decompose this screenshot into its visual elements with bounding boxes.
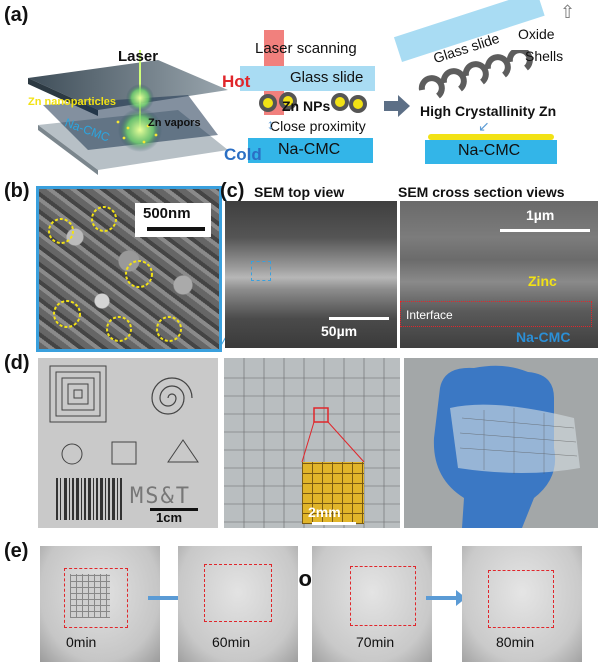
cold-label: Cold xyxy=(224,145,262,164)
mst-text: MS&T xyxy=(130,484,191,509)
scale-label-d-left: 1cm xyxy=(156,510,183,525)
sem-cross-title: SEM cross section views xyxy=(398,184,565,200)
close-proximity-label: Close proximity xyxy=(270,118,366,134)
scale-label-cross: 1µm xyxy=(526,207,555,223)
hot-label: Hot xyxy=(222,72,251,91)
sem-top-view-image: 50µm xyxy=(225,201,397,348)
time-arrow-2-svg xyxy=(426,590,466,606)
dish-0min-box xyxy=(64,568,128,628)
zn-vapors-label: Zn vapors xyxy=(148,117,201,129)
laser-3d-svg xyxy=(28,50,228,175)
crystallinity-arrow-icon: ↙ xyxy=(478,118,490,134)
panel-label-b: (b) xyxy=(4,180,30,202)
glove-svg xyxy=(433,365,580,528)
zinc-layer-right xyxy=(428,134,554,140)
time-arrow-icon xyxy=(426,590,466,611)
oxide-shells xyxy=(418,47,568,105)
na-cmc-middle-label: Na-CMC xyxy=(278,141,341,158)
time-label-60: 60min xyxy=(212,634,251,650)
scale-bar-cross xyxy=(500,229,590,232)
zn-np-spheres xyxy=(259,92,367,113)
grid-photo: 2mm xyxy=(224,358,400,528)
scale-bar-d-mid xyxy=(312,522,356,525)
sem-top-title: SEM top view xyxy=(254,184,345,200)
zn-nps-label: Zn NPs xyxy=(282,98,331,114)
patterns-svg xyxy=(49,365,199,520)
time-label-70: 70min xyxy=(356,634,395,650)
panel-label-c: (c) xyxy=(220,180,245,202)
process-arrow-svg xyxy=(384,95,410,117)
dish-80min: 80min xyxy=(462,546,582,662)
panel-label-a: (a) xyxy=(4,4,29,26)
time-label-80: 80min xyxy=(496,634,535,650)
scale-bar-box-b xyxy=(135,203,211,237)
panel-label-e: (e) xyxy=(4,540,29,562)
scale-label-top: 50µm xyxy=(321,323,358,339)
zn-nanoparticles-label: Zn nanoparticles xyxy=(28,96,117,108)
na-cmc-right-label: Na-CMC xyxy=(458,142,521,159)
sem-top-highlight-box xyxy=(251,261,271,281)
dish-0min: 0min xyxy=(40,546,160,662)
scale-bar-b xyxy=(147,227,205,231)
lift-arrow-icon: ⇧ xyxy=(560,2,576,22)
panel-label-d: (d) xyxy=(4,352,30,374)
na-cmc-substrate-middle xyxy=(248,138,373,163)
dish-80min-box xyxy=(488,570,554,628)
dish-60min: 60min xyxy=(178,546,298,662)
dish-60min-box xyxy=(204,564,272,622)
sem-zoom-image: 500nm xyxy=(36,186,222,352)
interface-box xyxy=(400,301,592,327)
pattern-photo: MS&T 1cm xyxy=(38,358,218,528)
proximity-arrow-icon: ↕ xyxy=(267,116,274,132)
interface-label: Interface xyxy=(406,308,453,322)
laser-illustration xyxy=(28,30,228,175)
zoomed-gold-grid xyxy=(302,462,364,524)
zn-np-cluster xyxy=(258,88,368,118)
zinc-label: Zinc xyxy=(528,273,557,289)
scale-bar-d-left xyxy=(150,508,198,511)
na-cmc-sem-label: Na-CMC xyxy=(516,329,571,345)
sem-cross-section-image: 1µm Zinc Interface Na-CMC xyxy=(400,201,598,348)
glove-photo xyxy=(404,358,598,528)
oxide-label: Oxide xyxy=(518,26,555,42)
na-cmc-substrate-right xyxy=(425,140,557,164)
yellow-grain-circles xyxy=(48,206,182,342)
high-crystallinity-label: High Crystallinity Zn xyxy=(420,103,557,119)
laser-label: Laser xyxy=(118,48,159,65)
dish-0min-sample xyxy=(70,574,110,618)
scale-label-b: 500nm xyxy=(143,205,191,222)
time-label-0: 0min xyxy=(66,634,97,650)
glass-slide-label: Glass slide xyxy=(290,69,364,86)
oxide-shells-svg xyxy=(418,47,533,99)
shells-label: Shells xyxy=(525,48,564,64)
scale-bar-top xyxy=(329,317,389,320)
dish-70min: 70min xyxy=(312,546,432,662)
glass-slide-middle xyxy=(240,66,375,91)
dish-70min-box xyxy=(350,566,416,626)
scale-label-d-mid: 2mm xyxy=(308,504,341,520)
laser-scanning-label: Laser scanning xyxy=(255,40,357,57)
process-arrow-icon xyxy=(384,95,410,122)
